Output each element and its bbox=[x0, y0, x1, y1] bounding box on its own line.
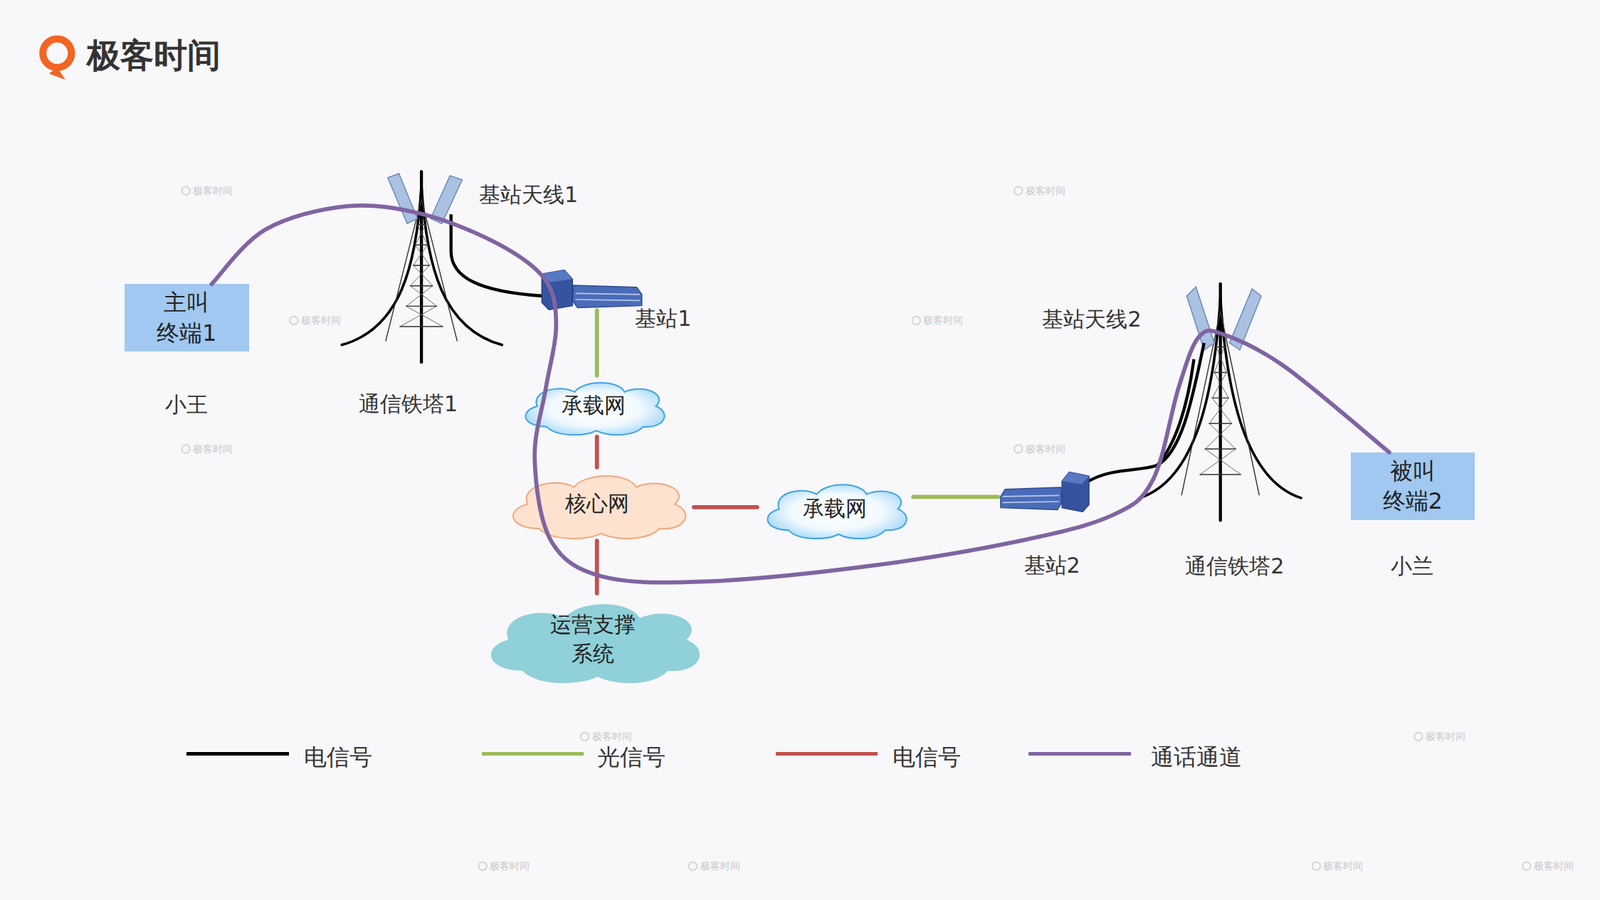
legend-text: 光信号 bbox=[597, 744, 666, 772]
part-label: 小兰 bbox=[1390, 553, 1434, 580]
label-holder: 极客时间 bbox=[192, 443, 233, 455]
node-text: 主叫 终端1 bbox=[149, 287, 224, 349]
legend-swatch bbox=[775, 752, 878, 757]
watermark: 极客时间 bbox=[1425, 730, 1466, 743]
base-station: 基站1 bbox=[538, 269, 645, 310]
label-holder: 基站天线2 bbox=[1041, 306, 1141, 333]
watermark: 极客时间 bbox=[1323, 860, 1363, 872]
network-cloud: 运营支撑 系统 bbox=[475, 593, 711, 687]
label-holder: 极客时间 bbox=[700, 860, 741, 872]
watermark: 极客时间 bbox=[301, 314, 341, 326]
label-holder: 极客时间 bbox=[1533, 860, 1574, 872]
watermark-icons bbox=[181, 187, 1531, 872]
watermark: 极客时间 bbox=[592, 730, 633, 743]
label-holder: 极客时间 bbox=[592, 730, 633, 743]
cloud-outline bbox=[767, 484, 907, 539]
cloud-outline bbox=[512, 476, 685, 539]
watermark: 极客时间 bbox=[700, 860, 741, 872]
cloud-shape bbox=[475, 593, 711, 687]
part-label: 基站天线1 bbox=[479, 182, 578, 208]
tower-2 bbox=[1139, 283, 1302, 521]
label-holder: 极客时间 bbox=[923, 314, 963, 326]
watermark: 极客时间 bbox=[1025, 443, 1066, 455]
label-holder: 基站2 bbox=[1024, 551, 1081, 581]
label-holder: 通信铁塔1 bbox=[358, 391, 458, 418]
label-holder: 通话通道 bbox=[1150, 744, 1242, 772]
part-label: 基站天线2 bbox=[1041, 306, 1141, 333]
device-face bbox=[1061, 472, 1089, 485]
device-unit bbox=[1000, 487, 1062, 511]
label-holder: 电信号 bbox=[303, 744, 373, 772]
network-cloud: 核心网 bbox=[500, 467, 694, 541]
label-holder: 电信号 bbox=[892, 744, 961, 772]
watermark: 极客时间 bbox=[923, 314, 963, 326]
part-label: 小王 bbox=[165, 392, 208, 418]
legend-text: 电信号 bbox=[892, 744, 961, 772]
label-holder: 极客时间 bbox=[1323, 860, 1363, 872]
node-text: 核心网 bbox=[565, 489, 630, 519]
device-lines bbox=[1002, 496, 1060, 504]
label-holder: 极客时间 bbox=[1025, 443, 1066, 455]
device-box bbox=[541, 270, 573, 311]
device-lines bbox=[575, 293, 640, 302]
call-channel bbox=[211, 205, 1390, 583]
label-holder: 小王 bbox=[165, 392, 208, 418]
label-holder: 小兰 bbox=[1390, 553, 1434, 580]
label-holder: 极客时间 bbox=[86, 35, 221, 77]
terminal-box: 被叫 终端2 bbox=[1350, 452, 1475, 521]
link-line bbox=[913, 495, 998, 500]
antenna-cable-1 bbox=[451, 214, 544, 297]
link-line bbox=[595, 437, 600, 468]
station-label: 基站1 bbox=[634, 304, 692, 334]
link-line bbox=[595, 310, 600, 376]
node-text: 承载网 bbox=[802, 494, 867, 524]
watermark: 极客时间 bbox=[489, 860, 530, 872]
network-cloud: 承载网 bbox=[757, 477, 914, 541]
logo-icon bbox=[42, 39, 72, 80]
label-holder: 基站天线1 bbox=[479, 182, 578, 208]
part-label: 通信铁塔1 bbox=[358, 391, 458, 418]
antenna-cable-2 bbox=[1087, 343, 1204, 482]
base-station-device bbox=[997, 471, 1092, 512]
legend-swatch bbox=[481, 752, 584, 757]
link-line bbox=[693, 505, 758, 510]
legend-text: 通话通道 bbox=[1150, 744, 1242, 772]
node-text: 运营支撑 系统 bbox=[545, 610, 640, 669]
label-holder: 极客时间 bbox=[192, 185, 233, 197]
node-text: 承载网 bbox=[561, 391, 626, 421]
label-holder: 极客时间 bbox=[301, 314, 341, 326]
legend-swatch bbox=[1028, 752, 1131, 757]
station-label: 基站2 bbox=[1024, 551, 1081, 581]
legend-swatch bbox=[186, 752, 289, 757]
device-unit bbox=[572, 285, 642, 309]
label-holder: 极客时间 bbox=[489, 860, 530, 872]
label-holder: 光信号 bbox=[597, 744, 666, 772]
legend-text: 电信号 bbox=[303, 744, 373, 772]
antenna-2 bbox=[1186, 286, 1262, 351]
base-station: 基站2 bbox=[997, 471, 1092, 512]
terminal-box: 主叫 终端1 bbox=[124, 283, 250, 352]
device-face bbox=[541, 270, 573, 283]
watermark: 极客时间 bbox=[1025, 185, 1066, 197]
cloud-outline bbox=[525, 382, 665, 435]
watermark: 极客时间 bbox=[1533, 860, 1574, 872]
network-cloud: 承载网 bbox=[515, 375, 672, 438]
cloud-outline bbox=[491, 604, 700, 684]
label-holder: 基站1 bbox=[634, 304, 692, 334]
device-box bbox=[1061, 472, 1089, 513]
label-holder: 极客时间 bbox=[1425, 730, 1466, 743]
base-station-device bbox=[538, 269, 645, 310]
tower-1 bbox=[341, 171, 502, 363]
link-line bbox=[595, 540, 600, 594]
watermark: 极客时间 bbox=[192, 185, 233, 197]
node-text: 被叫 终端2 bbox=[1375, 456, 1450, 517]
label-holder: 通信铁塔2 bbox=[1185, 553, 1284, 580]
logo-text: 极客时间 bbox=[86, 35, 221, 77]
part-label: 通信铁塔2 bbox=[1185, 553, 1284, 580]
watermark: 极客时间 bbox=[192, 443, 233, 455]
label-holder: 极客时间 bbox=[1025, 185, 1066, 197]
